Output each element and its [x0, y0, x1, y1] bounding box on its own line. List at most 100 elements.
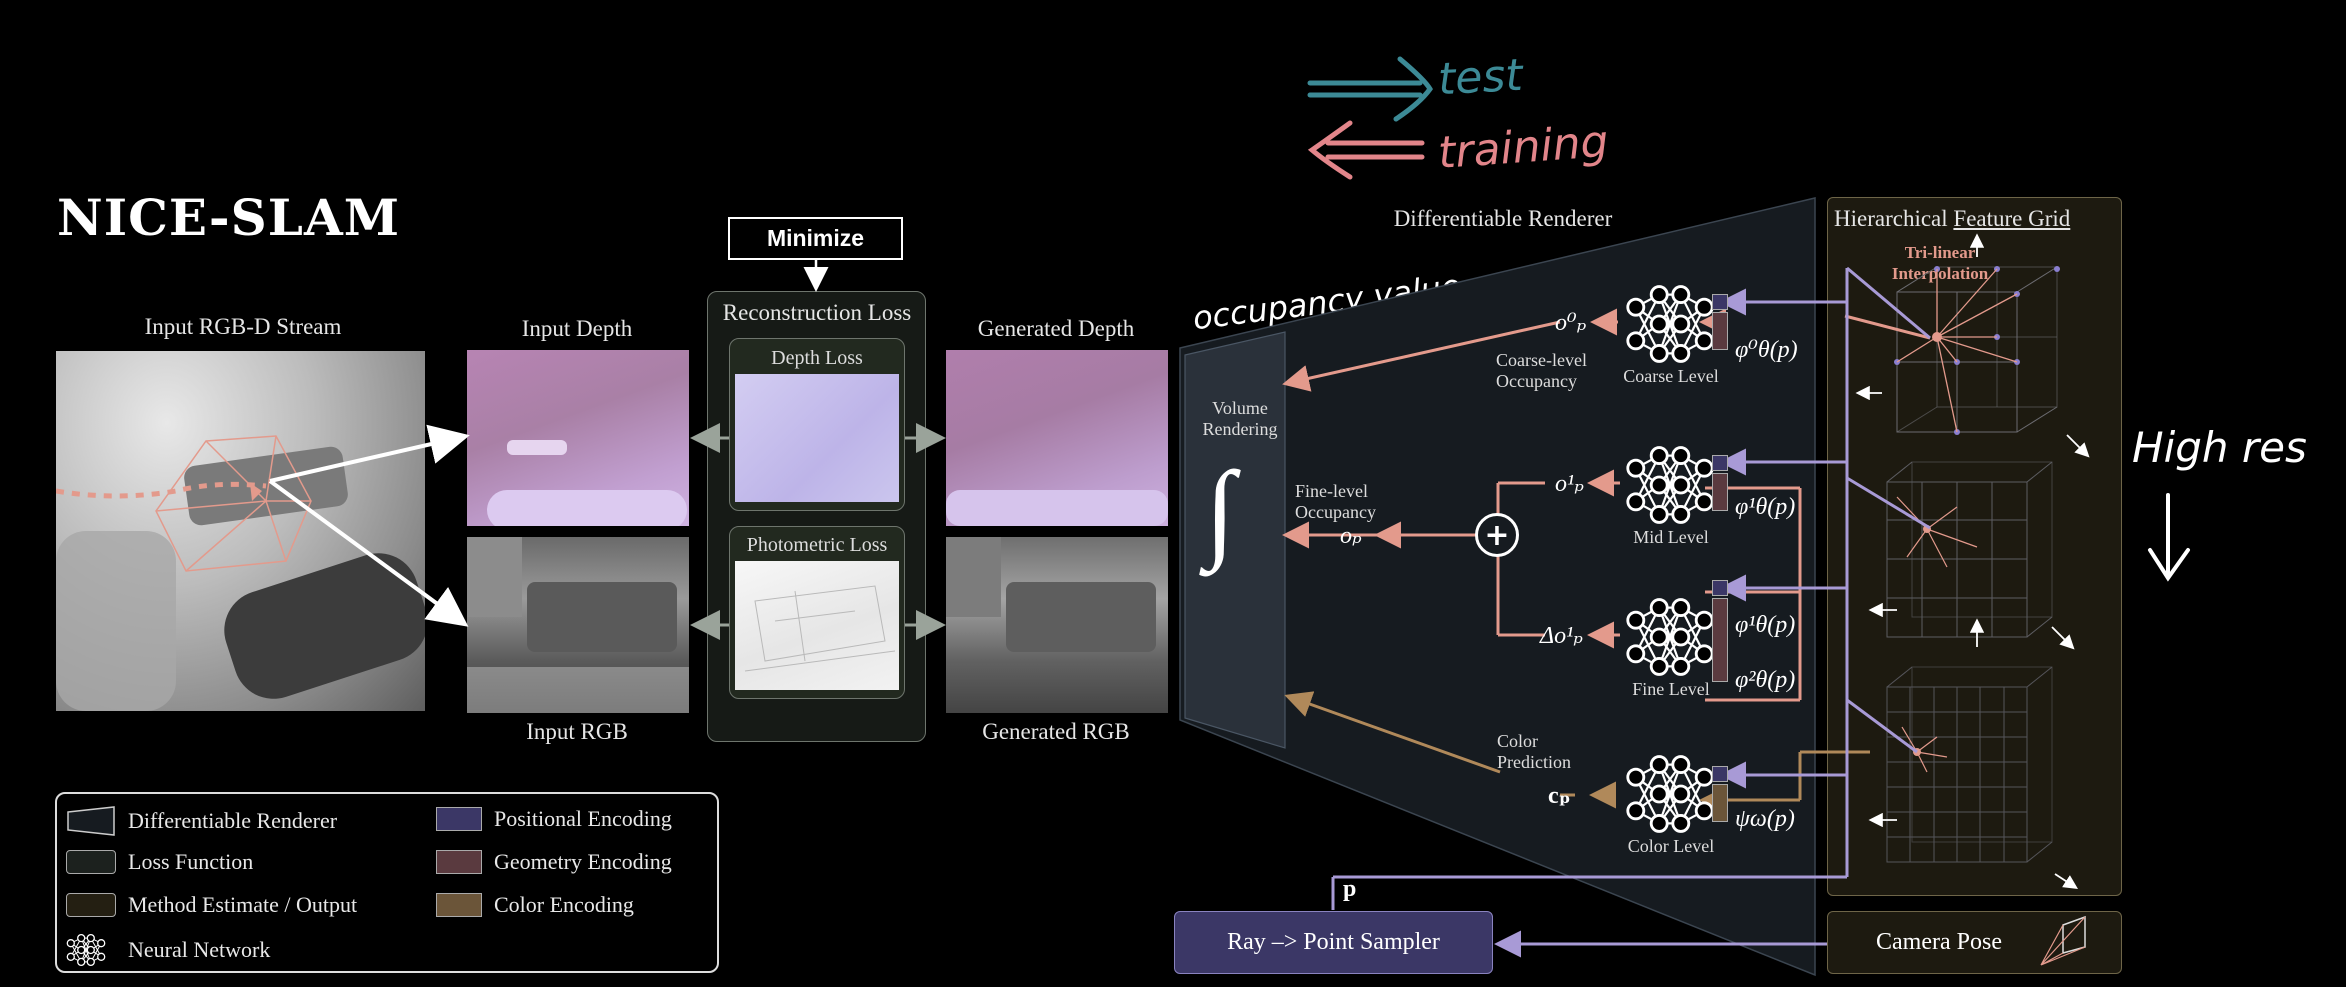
arrow-to-input-rgb — [268, 479, 469, 627]
depth-loss-image — [735, 374, 899, 502]
legend-positional-encoding: Positional Encoding — [436, 806, 672, 832]
nn-node — [1649, 598, 1669, 618]
camera-pose-box: Camera Pose — [1827, 911, 2122, 974]
nn-node — [1649, 475, 1669, 495]
generated-depth-label: Generated Depth — [977, 316, 1135, 341]
input-rgb-label: Input RGB — [526, 719, 628, 744]
c-p-symbol: cₚ — [1548, 783, 1571, 809]
nn-node — [1649, 343, 1669, 363]
coarse-geometry-encoding — [1712, 312, 1728, 350]
test-training-annotation — [1307, 56, 1433, 180]
nn-node — [86, 945, 95, 955]
test-arrow — [1307, 56, 1433, 122]
psi-symbol: ψω(p) — [1735, 806, 1795, 832]
nn-node — [1671, 475, 1691, 495]
color-encoding — [1712, 784, 1728, 822]
nn-node — [1694, 610, 1714, 630]
nn-node — [1671, 784, 1691, 804]
high-res-annotation: High res — [2132, 423, 2307, 472]
generated-rgb-label: Generated RGB — [982, 719, 1130, 744]
volume-rendering-panel — [1184, 331, 1286, 749]
camera-pose-label: Camera Pose — [1876, 929, 2002, 955]
nn-node — [1694, 297, 1714, 317]
nn-node — [97, 939, 106, 948]
loss-function-swatch — [66, 850, 116, 874]
nn-node — [97, 952, 106, 961]
legend-differentiable-renderer: Differentiable Renderer — [66, 806, 337, 836]
nn-node — [1626, 644, 1646, 664]
input-rgb-image — [467, 537, 689, 713]
page-title: NICE-SLAM — [57, 188, 401, 247]
mid-level-label: Mid Level — [1633, 527, 1709, 547]
nn-node — [1694, 801, 1714, 821]
phi0-symbol: φ⁰θ(p) — [1735, 337, 1798, 363]
reconstruction-loss-label: Reconstruction Loss — [722, 300, 912, 325]
minimize-label: Minimize — [766, 225, 865, 251]
fine-geometry-encoding — [1712, 598, 1728, 682]
legend-geometry-encoding: Geometry Encoding — [436, 849, 672, 875]
nn-node — [1649, 784, 1669, 804]
generated-depth-image — [946, 350, 1168, 526]
differentiable-renderer-label: Differentiable Renderer — [1393, 206, 1613, 231]
trapezoid-icon — [67, 806, 115, 836]
color-level-network — [1626, 755, 1714, 833]
nn-node — [1694, 331, 1714, 351]
nn-node — [77, 945, 86, 955]
generated-rgb-image — [946, 537, 1168, 713]
nn-node — [1649, 627, 1669, 647]
o-p-symbol: oₚ — [1340, 523, 1362, 549]
nn-node — [77, 933, 86, 943]
color-positional-encoding — [1712, 766, 1728, 782]
nn-node — [1626, 767, 1646, 787]
fine-level-network — [1626, 598, 1714, 676]
method-estimate-swatch — [66, 893, 116, 917]
nn-node — [1649, 656, 1669, 676]
fine-grid — [1886, 666, 2053, 863]
fine-level-label: Fine Level — [1632, 679, 1710, 699]
input-rgbd-label: Input RGB-D Stream — [144, 314, 342, 339]
nn-node — [1671, 504, 1691, 524]
input-rgbd-image — [56, 351, 425, 711]
nn-node — [1694, 458, 1714, 478]
legend-loss-function: Loss Function — [66, 849, 253, 875]
nn-node — [1671, 343, 1691, 363]
depth-loss-label: Depth Loss — [771, 347, 863, 369]
camera-icon — [2040, 915, 2086, 966]
phi2-symbol: φ²θ(p) — [1735, 667, 1796, 693]
o-coarse-symbol: o⁰ₚ — [1555, 310, 1587, 336]
nn-node — [1626, 297, 1646, 317]
nn-node — [1626, 610, 1646, 630]
nn-node — [1694, 644, 1714, 664]
nn-node — [1694, 767, 1714, 787]
positional-encoding-swatch — [436, 807, 482, 831]
fine-positional-encoding — [1712, 580, 1728, 596]
nn-node — [1649, 446, 1669, 466]
color-level-label: Color Level — [1627, 836, 1715, 856]
mid-grid — [1886, 461, 2053, 638]
mid-positional-encoding — [1712, 455, 1728, 471]
input-depth-label: Input Depth — [521, 316, 633, 341]
feature-grids — [1855, 233, 2090, 889]
legend-box — [55, 792, 719, 973]
nn-node — [1671, 314, 1691, 334]
nn-node — [1649, 813, 1669, 833]
nn-node — [1671, 446, 1691, 466]
nn-node — [1671, 285, 1691, 305]
nn-node — [1671, 627, 1691, 647]
hierarchical-feature-grid-panel — [1827, 197, 2122, 896]
coarse-level-network — [1626, 285, 1714, 363]
coarse-level-label: Coarse Level — [1623, 366, 1719, 386]
nn-node — [1649, 755, 1669, 775]
neural-network-icon — [66, 933, 106, 967]
nn-node — [1626, 801, 1646, 821]
nn-node — [66, 952, 75, 961]
input-depth-image — [467, 350, 689, 526]
minimize-box: Minimize — [728, 217, 903, 260]
nn-node — [1649, 285, 1669, 305]
coarse-grid — [1894, 266, 2060, 435]
